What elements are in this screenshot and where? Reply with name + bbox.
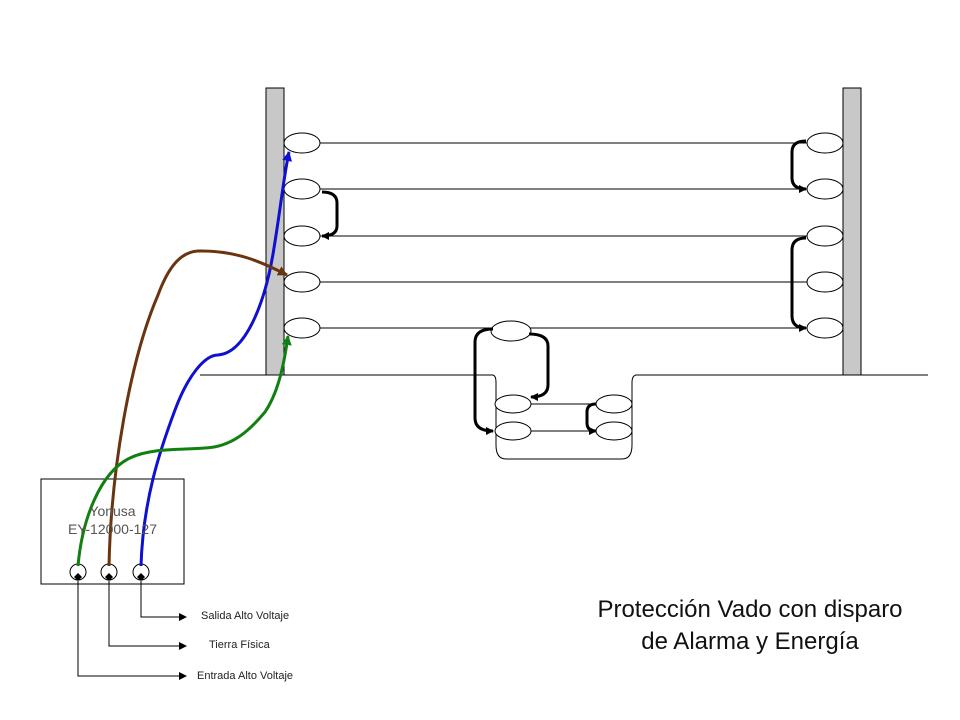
output-label: Salida Alto Voltaje	[201, 610, 290, 622]
jumper-right-3-5	[790, 236, 807, 332]
jumper-right-1-2	[790, 139, 807, 193]
insulator	[806, 317, 844, 339]
input-label: Entrada Alto Voltaje	[197, 670, 294, 682]
insulator	[806, 132, 844, 154]
insulator	[494, 421, 532, 441]
jumpers	[321, 139, 807, 435]
right-fence-post	[842, 87, 862, 376]
insulator	[806, 178, 844, 200]
insulator	[283, 178, 321, 200]
energizer-label: Yonusa EY-12000-127	[41, 503, 184, 538]
insulator	[806, 225, 844, 247]
insulator	[806, 271, 844, 293]
insulator	[283, 271, 321, 293]
left-fence-post	[265, 87, 285, 376]
title-line-1: Protección Vado con disparo	[597, 596, 903, 623]
terminals	[69, 563, 150, 581]
ground-leader	[108, 581, 187, 650]
jumper-gully-right	[585, 402, 597, 435]
title-line-2: de Alarma y Energía	[641, 627, 859, 655]
output-wire-blue	[139, 151, 292, 567]
right-insulators	[806, 132, 844, 339]
insulator	[490, 320, 532, 342]
ground-line	[200, 374, 928, 460]
input-leader	[77, 581, 187, 680]
jumper-left-2-3	[321, 190, 339, 240]
insulator	[283, 225, 321, 247]
energizer-brand: Yonusa	[89, 503, 136, 519]
insulator	[283, 132, 321, 154]
terminal-dots	[74, 573, 145, 581]
insulator	[595, 394, 633, 414]
insulator	[494, 394, 532, 414]
input-wire-green	[76, 335, 292, 567]
insulator	[595, 421, 633, 441]
ground-label: Tierra Física	[209, 639, 270, 651]
insulator	[283, 317, 321, 339]
energizer-model: EY-12000-127	[67, 520, 157, 537]
diagram-title: Protección Vado con disparo de Alarma y …	[560, 594, 940, 658]
jumper-gully-left	[473, 327, 494, 435]
jumper-gully-center	[528, 332, 550, 401]
output-leader	[140, 581, 187, 621]
gully-insulators	[490, 320, 633, 441]
left-insulators	[283, 132, 321, 339]
ground-wire-brown	[107, 249, 288, 567]
label-leaders	[77, 581, 187, 680]
